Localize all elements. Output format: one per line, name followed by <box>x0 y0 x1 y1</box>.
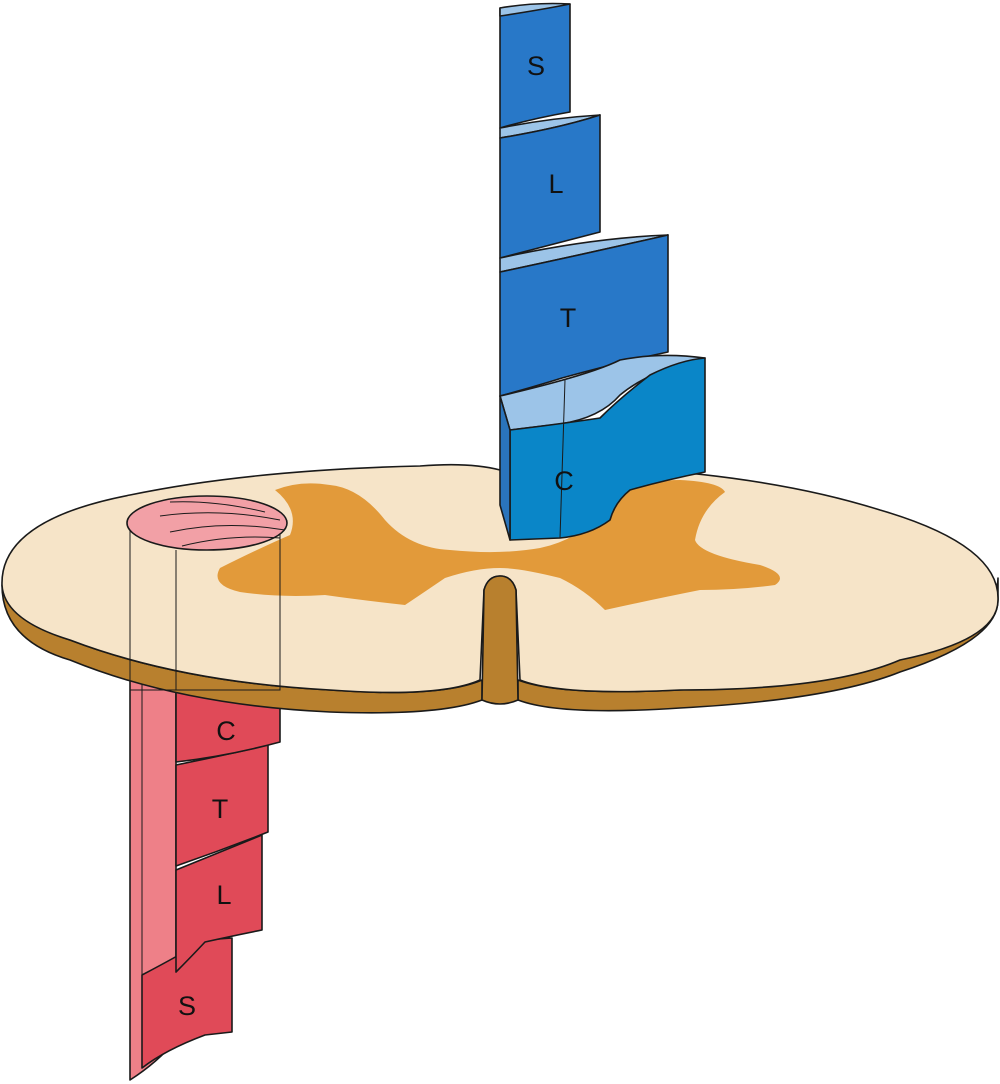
red-cap-line-4 <box>181 536 281 547</box>
red-label-t: T <box>212 794 229 824</box>
blue-s-top <box>499 2 571 17</box>
red-tract-upper <box>126 495 288 691</box>
red-tract-top-cap <box>126 495 288 551</box>
red-segment-l <box>175 834 263 973</box>
red-cap-line-1 <box>169 501 266 513</box>
cord-gray-matter <box>217 480 780 610</box>
blue-tract-crease <box>559 379 566 539</box>
red-label-c: C <box>216 716 236 746</box>
blue-label-c: C <box>554 466 574 496</box>
blue-tract <box>499 2 706 541</box>
blue-label-s: S <box>527 51 545 81</box>
cord-anterior-fissure <box>481 575 519 705</box>
red-segment-c <box>175 689 281 763</box>
red-segment-s <box>141 937 233 1069</box>
blue-segment-c <box>509 357 706 541</box>
red-cap-line-3 <box>169 524 286 533</box>
red-label-s: S <box>178 991 196 1021</box>
red-tract-lower <box>129 609 281 1081</box>
red-label-l: L <box>216 880 231 910</box>
blue-tract-labels: S L T C <box>527 51 576 496</box>
red-cap-line-2 <box>159 512 281 521</box>
blue-label-l: L <box>548 169 563 199</box>
red-tract-labels: C T L S <box>178 716 236 1021</box>
blue-label-t: T <box>560 303 577 333</box>
blue-segment-l <box>499 114 601 259</box>
blue-c-side <box>499 395 511 541</box>
